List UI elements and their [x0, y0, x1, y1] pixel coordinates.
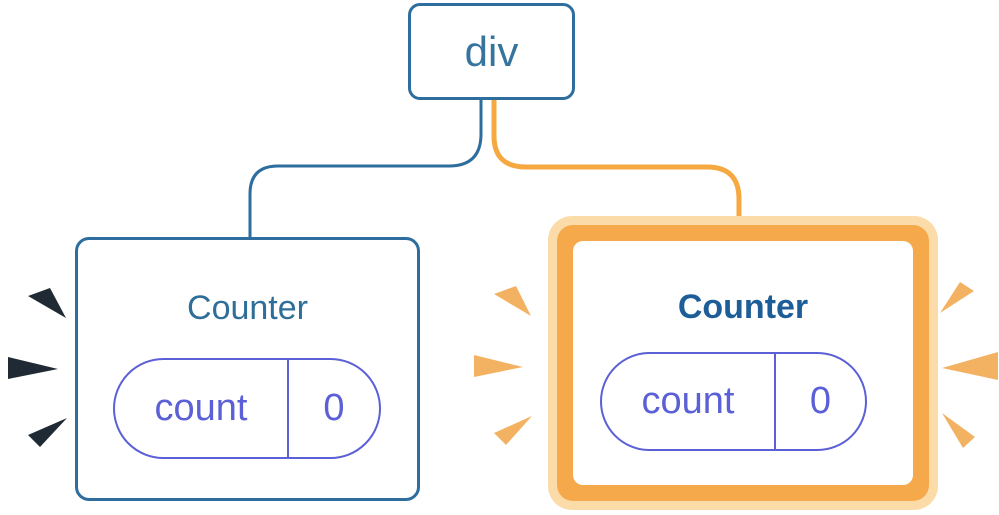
burst-ray-icon — [494, 416, 532, 445]
counter-title: Counter — [187, 289, 308, 327]
counter-title: Counter — [677, 288, 809, 326]
burst-ray-icon — [28, 418, 67, 447]
burst-ray-icon — [28, 288, 66, 318]
state-key: count — [602, 354, 776, 449]
state-key: count — [115, 360, 289, 457]
counter-card-right: Counter count 0 — [573, 241, 913, 485]
state-pill: count 0 — [113, 358, 381, 459]
tree-node-div: div — [408, 3, 575, 100]
div-node-label: div — [464, 27, 519, 75]
burst-ray-icon — [474, 355, 523, 377]
burst-ray-icon — [942, 352, 998, 380]
state-pill: count 0 — [600, 352, 867, 451]
burst-rays-left-counter — [8, 288, 67, 447]
highlight-border: Counter count 0 — [557, 225, 929, 501]
counter-card-left: Counter count 0 — [75, 237, 420, 501]
burst-ray-icon — [942, 413, 975, 448]
edge-div-to-right-counter — [491, 99, 742, 240]
burst-rays-right-counter-right — [940, 282, 998, 448]
burst-ray-icon — [494, 286, 531, 316]
state-value: 0 — [809, 380, 832, 422]
edge-div-to-left-counter — [248, 99, 483, 242]
burst-ray-icon — [8, 357, 58, 379]
burst-rays-right-counter-left — [474, 286, 532, 445]
burst-ray-icon — [940, 282, 974, 313]
state-value: 0 — [323, 387, 345, 429]
counter-card-right-highlight: Counter count 0 — [548, 216, 938, 510]
